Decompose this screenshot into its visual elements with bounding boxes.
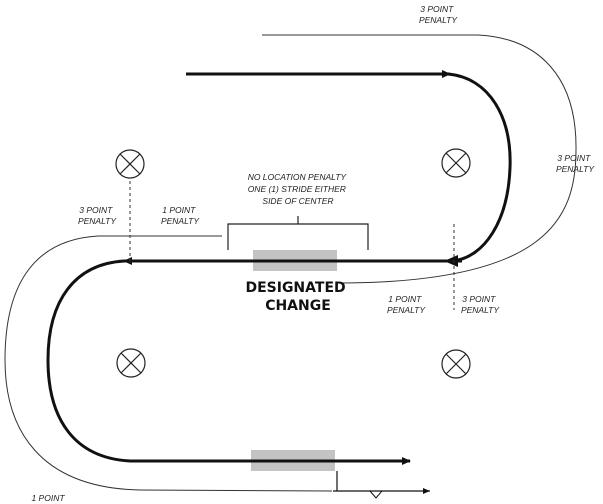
label-mid-right-3pt: 3 POINT PENALTY xyxy=(461,294,500,315)
label-upper-left-3pt: 3 POINT PENALTY xyxy=(78,205,117,226)
label-mid-right-1pt: 1 POINT PENALTY xyxy=(387,294,426,315)
no-penalty-bracket xyxy=(227,216,369,250)
exit-line xyxy=(333,471,430,491)
path-left-curve xyxy=(46,259,131,463)
label-top-right-penalty: 3 POINT PENALTY xyxy=(419,4,458,25)
outer-penalty-line-left xyxy=(4,235,333,492)
path-right-curve xyxy=(447,72,512,263)
x-circle-marker xyxy=(441,148,471,178)
label-designated-change: DESIGNATED CHANGE xyxy=(245,280,350,314)
arrow-tip-right-curve xyxy=(444,255,458,267)
label-upper-left-1pt: 1 POINT PENALTY xyxy=(161,205,200,226)
label-right-side-penalty: 3 POINT PENALTY xyxy=(556,153,595,174)
x-circle-marker xyxy=(441,349,471,379)
outer-penalty-line-right xyxy=(262,34,577,284)
label-bottom-left-penalty: 1 POINT xyxy=(31,493,65,503)
x-circle-marker xyxy=(115,149,145,179)
label-no-location-penalty: NO LOCATION PENALTY ONE (1) STRIDE EITHE… xyxy=(248,172,349,206)
x-circle-marker xyxy=(116,348,146,378)
exit-tick xyxy=(369,490,383,499)
